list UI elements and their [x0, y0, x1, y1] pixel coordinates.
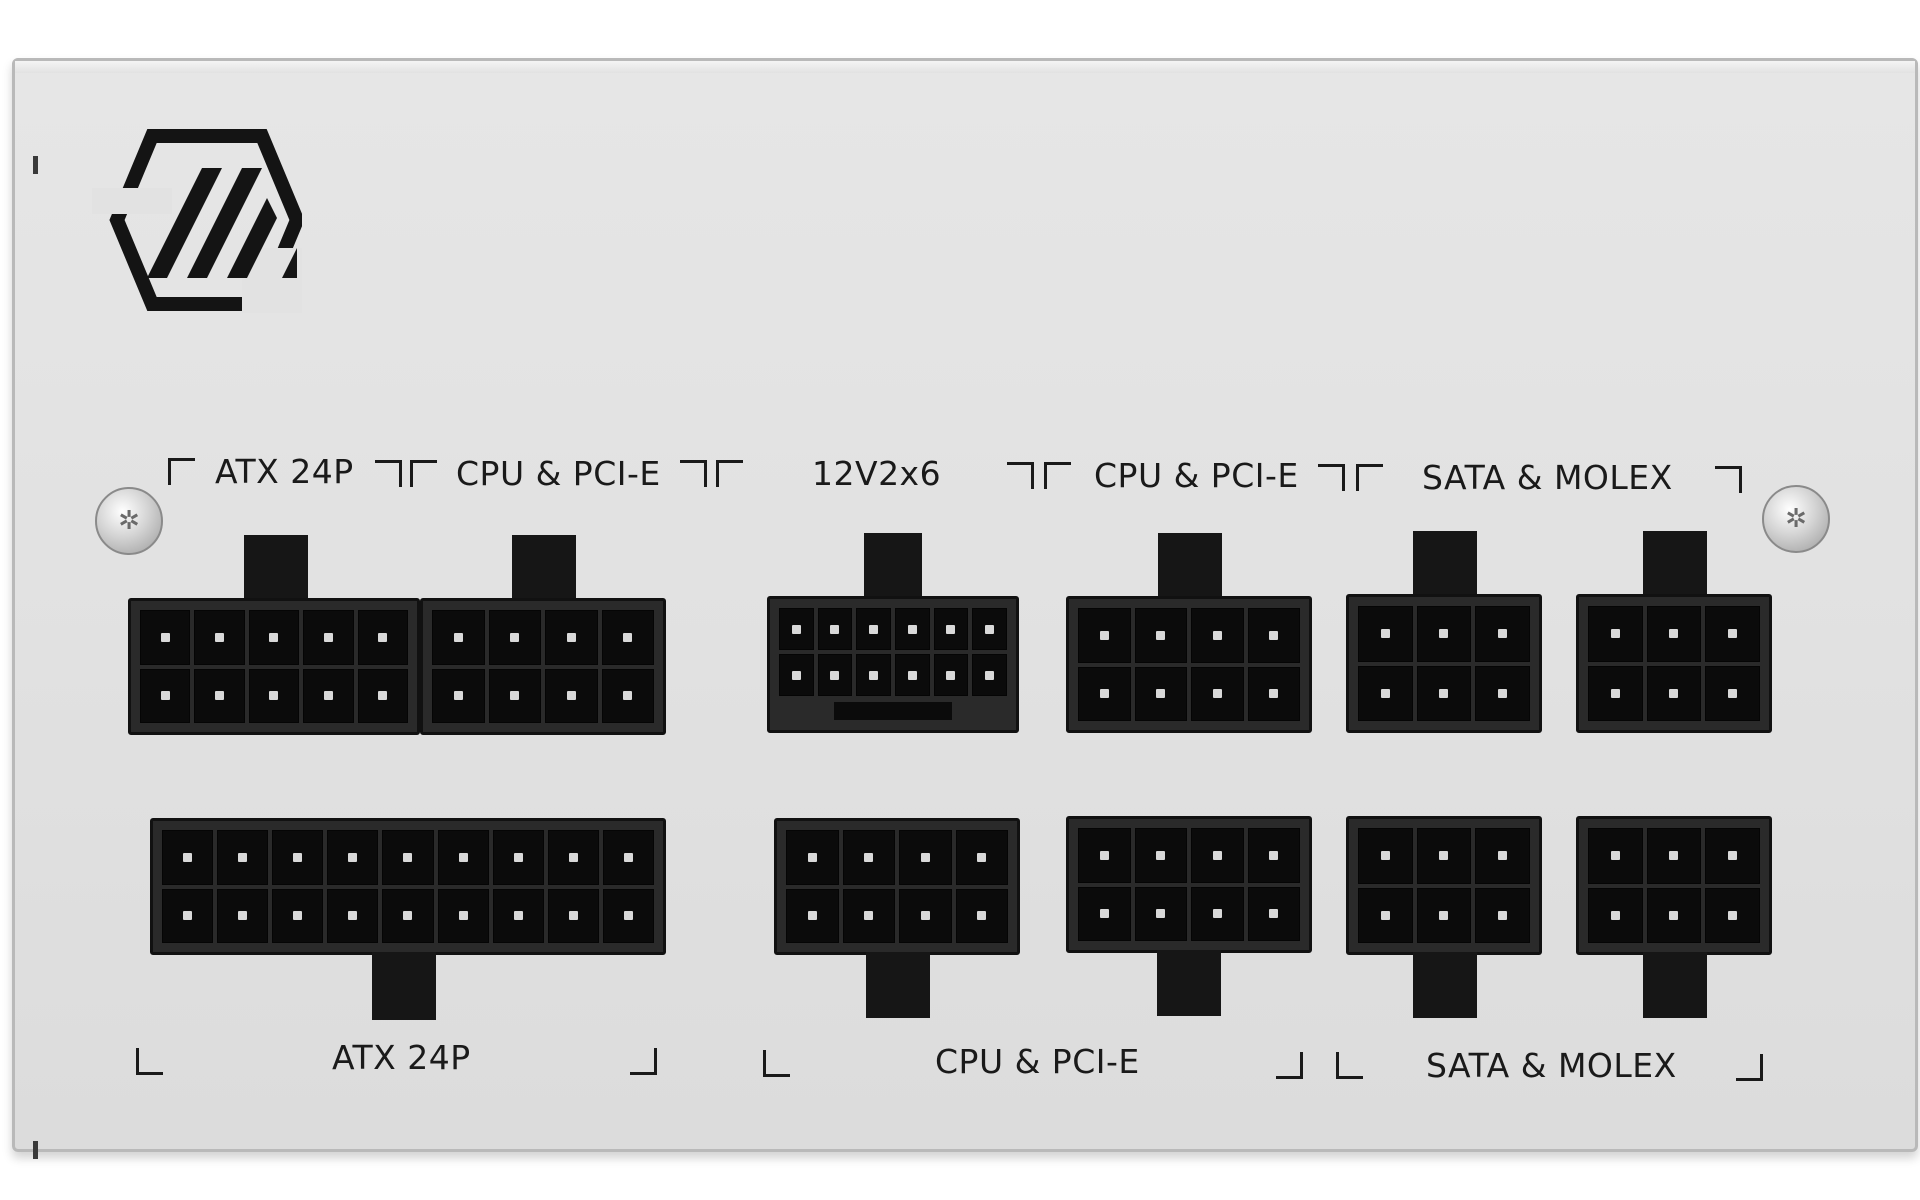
label-sata-molex-bottom: SATA & MOLEX	[1426, 1046, 1677, 1085]
sata-molex-port-lower-left	[1346, 816, 1542, 955]
cpu-pcie-port-upper-right	[1066, 596, 1312, 733]
label-bracket	[1318, 464, 1345, 491]
cpu-pcie-port-lower-right	[1066, 816, 1312, 953]
label-bracket	[168, 458, 195, 485]
label-bracket	[1007, 462, 1034, 489]
screw-icon: ✲	[95, 487, 163, 555]
label-sata-molex-top: SATA & MOLEX	[1422, 458, 1673, 497]
panel-tab	[33, 1141, 38, 1159]
atx-24p-port-upper	[128, 598, 420, 735]
connector-latch	[512, 535, 576, 601]
label-bracket	[680, 460, 707, 487]
label-bracket	[630, 1048, 657, 1075]
sata-molex-port-lower-right	[1576, 816, 1772, 955]
label-bracket	[763, 1050, 790, 1077]
connector-latch	[244, 535, 308, 601]
label-atx-top: ATX 24P	[215, 452, 354, 491]
atx-24p-port-lower	[150, 818, 666, 955]
sata-molex-port-upper-left	[1346, 594, 1542, 733]
connector-latch	[372, 952, 436, 1020]
sata-molex-port-upper-right	[1576, 594, 1772, 733]
screw-icon: ✲	[1762, 485, 1830, 553]
label-bracket	[375, 460, 402, 487]
connector-latch	[864, 533, 922, 599]
label-bracket	[716, 460, 743, 487]
label-bracket	[1336, 1052, 1363, 1079]
panel-tab	[33, 156, 38, 174]
cpu-pcie-port-upper-left	[420, 598, 666, 735]
label-bracket	[410, 460, 437, 487]
label-cpu-pcie-bottom: CPU & PCI-E	[935, 1042, 1140, 1081]
brand-logo-icon	[92, 129, 302, 313]
connector-latch	[866, 952, 930, 1018]
label-cpu-pcie-left-top: CPU & PCI-E	[456, 454, 661, 493]
connector-latch	[1643, 531, 1707, 597]
label-atx-bottom: ATX 24P	[332, 1038, 471, 1077]
connector-latch	[1643, 952, 1707, 1018]
label-bracket	[1356, 464, 1383, 491]
cpu-pcie-port-lower-left	[774, 818, 1020, 955]
connector-latch	[1158, 533, 1222, 599]
label-bracket	[1715, 466, 1742, 493]
label-bracket	[1736, 1054, 1763, 1081]
label-bracket	[1276, 1052, 1303, 1079]
label-bracket	[1044, 462, 1071, 489]
label-cpu-pcie-right-top: CPU & PCI-E	[1094, 456, 1299, 495]
connector-latch	[1413, 952, 1477, 1018]
label-12v2x6-top: 12V2x6	[812, 454, 942, 493]
label-bracket	[136, 1048, 163, 1075]
connector-latch	[1157, 950, 1221, 1016]
12v2x6-port	[767, 596, 1019, 733]
sense-pins	[834, 702, 952, 720]
connector-latch	[1413, 531, 1477, 597]
